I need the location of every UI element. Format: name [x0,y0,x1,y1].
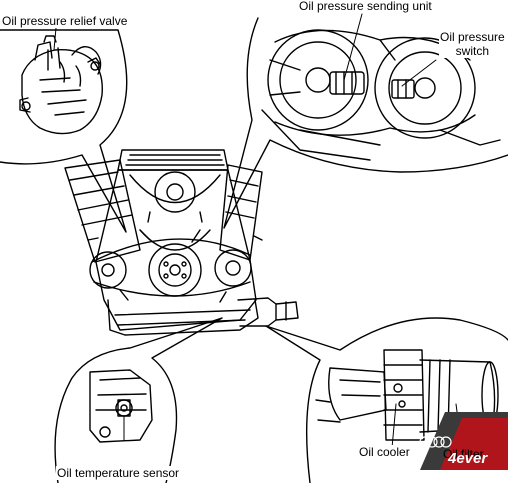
relief-valve-label: Oil pressure relief valve [1,14,129,28]
logo-brand-text: 4ever [448,450,488,467]
temp-sensor-callout [54,317,223,483]
pressure-switch-line2: switch [455,44,490,58]
oil-cooler-label: Oil cooler [358,445,411,459]
engine-block [64,149,299,336]
sending-unit-label: Oil pressure sending unit [298,0,433,13]
pressure-switch-line1: Oil pressure [440,30,505,44]
relief-valve-callout [0,29,128,233]
oil-filter-label: Oil filter [443,447,484,461]
logo-url-text: www.audi4ever.at [438,472,493,479]
pressure-switch-label: Oil pressure switch [439,30,506,58]
audi4ever-logo [419,412,508,470]
temp-sensor-label: Oil temperature sensor [56,466,181,480]
